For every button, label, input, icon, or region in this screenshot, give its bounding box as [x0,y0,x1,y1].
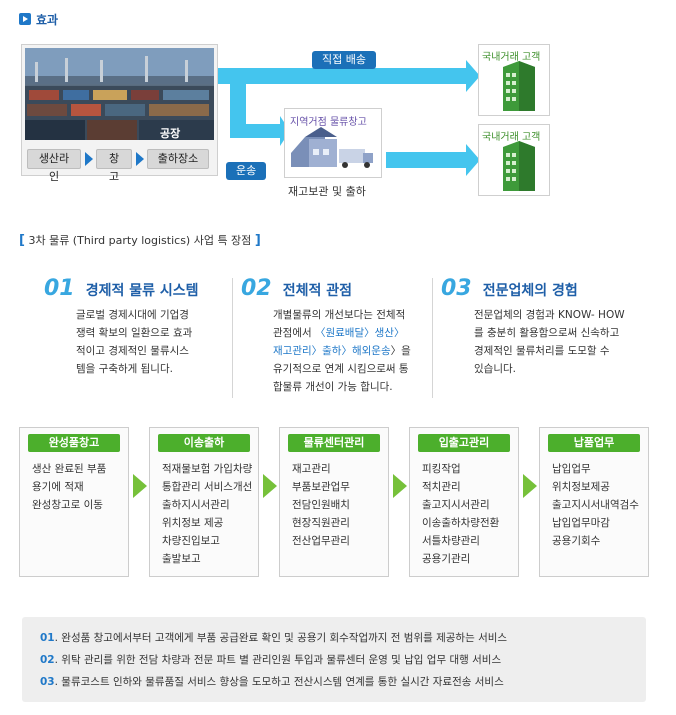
customer-panel-top [478,44,550,116]
process-item: 출발보고 [162,553,201,565]
process-item: 용기에 적재 [32,481,84,493]
process-item: 생산 완료된 부품 [32,463,107,475]
note-item: 02. 위탁 관리를 위한 전담 차량과 전문 파트 별 관리인원 투입과 물류… [40,654,502,666]
process-item: 출하지시서관리 [162,499,230,511]
process-title: 입출고관리 [418,434,510,452]
building-icon [503,141,535,191]
direct-delivery-label: 직접 배송 [312,51,376,69]
section-header-title: 효과 [36,13,59,27]
process-item: 위치정보제공 [552,481,610,493]
process-item: 차량진입보고 [162,535,220,547]
process-title: 이송출하 [158,434,250,452]
point-title: 경제적 물류 시스템 [85,283,199,299]
note-item: 03. 물류코스트 인하와 물류품질 서비스 향상을 도모하고 전산시스템 연계… [40,676,504,688]
container-port-illustration [25,48,214,140]
process-item: 재고관리 [292,463,331,475]
process-item: 전산업무관리 [292,535,350,547]
factory-photo [25,48,214,140]
flow-step-shipping-place: 출하장소 [147,149,209,169]
process-item: 이송출하차량전환 [422,517,500,529]
transport-label: 운송 [226,162,267,180]
customer-panel-bottom [478,124,550,196]
process-item: 출고지시서관리 [422,499,490,511]
process-box-in-out: 입출고관리 피킹작업 적치관리 출고지시서관리 이송출하차량전환 서틀차량관리 … [409,427,519,577]
flow-arrows-diagram [218,60,480,176]
flow-arrow-icon [85,152,93,166]
divider [432,278,433,398]
process-arrow-icon [523,474,537,498]
point-3-body: 전문업체의 경험과 KNOW- HOW 를 충분히 활용함으로써 신속하고 경제… [474,309,625,375]
customer-label-top: 국내거래 고객 [482,52,541,63]
process-item: 위치정보 제공 [162,517,224,529]
process-title: 물류센터관리 [288,434,380,452]
process-item: 완성창고로 이동 [32,499,103,511]
process-item: 전담인원배치 [292,499,350,511]
process-item: 피킹작업 [422,463,461,475]
notes-panel: 01. 완성품 창고에서부터 고객에게 부품 공급완료 확인 및 공용기 회수작… [22,617,646,702]
process-arrow-icon [133,474,147,498]
point-3: 03 전문업체의 경험 [441,276,578,301]
flow-step-warehouse: 창고 [96,149,132,183]
regional-warehouse-panel [284,108,382,178]
process-item: 공용기회수 [552,535,601,547]
process-arrow-icon [393,474,407,498]
warehouse-caption: 재고보관 및 출하 [288,185,366,198]
customer-label-bottom: 국내거래 고객 [482,132,541,143]
warehouse-truck-icon [291,127,373,168]
point-number: 02 [241,276,272,301]
section-title: [ 3차 물류 (Third party logistics) 사업 특 장점 … [19,233,261,248]
process-title: 완성품창고 [28,434,120,452]
process-title: 납품업무 [548,434,640,452]
process-item: 출고지시서내역검수 [552,499,639,511]
process-item: 적재물보험 가입차량 [162,463,253,475]
process-arrow-icon [263,474,277,498]
process-box-finished-goods: 완성품창고 생산 완료된 부품 용기에 적재 완성창고로 이동 [19,427,129,577]
factory-label: 공장 [160,127,181,140]
note-item: 01. 완성품 창고에서부터 고객에게 부품 공급완료 확인 및 공용기 회수작… [40,632,508,644]
process-box-center-management: 물류센터관리 재고관리 부품보관업무 전담인원배치 현장직원관리 전산업무관리 [279,427,389,577]
process-item: 부품보관업무 [292,481,350,493]
point-title: 전문업체의 경험 [482,283,578,299]
process-item: 현장직원관리 [292,517,350,529]
divider [232,278,233,398]
process-box-delivery: 납품업무 납입업무 위치정보제공 출고지시서내역검수 납입업무마감 공용기회수 [539,427,649,577]
point-2: 02 전체적 관점 [241,276,352,301]
point-2-body: 개별물류의 개선보다는 전체적 관점에서 〈원료배달〉생산〉 재고관리〉출하〉해… [273,309,411,393]
point-number: 01 [44,276,75,301]
process-item: 공용기관리 [422,553,471,565]
bullet-arrow-icon [19,13,31,25]
process-item: 납입업무 [552,463,591,475]
point-1-body: 글로벌 경제시대에 기업경 쟁력 확보의 일환으로 효과 적이고 경제적인 물류… [76,309,193,375]
point-1: 01 경제적 물류 시스템 [44,276,199,301]
flow-step-production-line: 생산라인 [27,149,81,183]
point-title: 전체적 관점 [282,283,352,299]
process-item: 납입업무마감 [552,517,610,529]
point-number: 03 [441,276,472,301]
process-item: 적치관리 [422,481,461,493]
warehouse-title: 지역거점 물류창고 [290,117,367,128]
process-item: 서틀차량관리 [422,535,480,547]
building-icon [503,61,535,111]
flow-arrow-icon [136,152,144,166]
process-box-transfer: 이송출하 적재물보험 가입차량 통합관리 서비스개선 출하지시서관리 위치정보 … [149,427,259,577]
process-item: 통합관리 서비스개선 [162,481,253,493]
